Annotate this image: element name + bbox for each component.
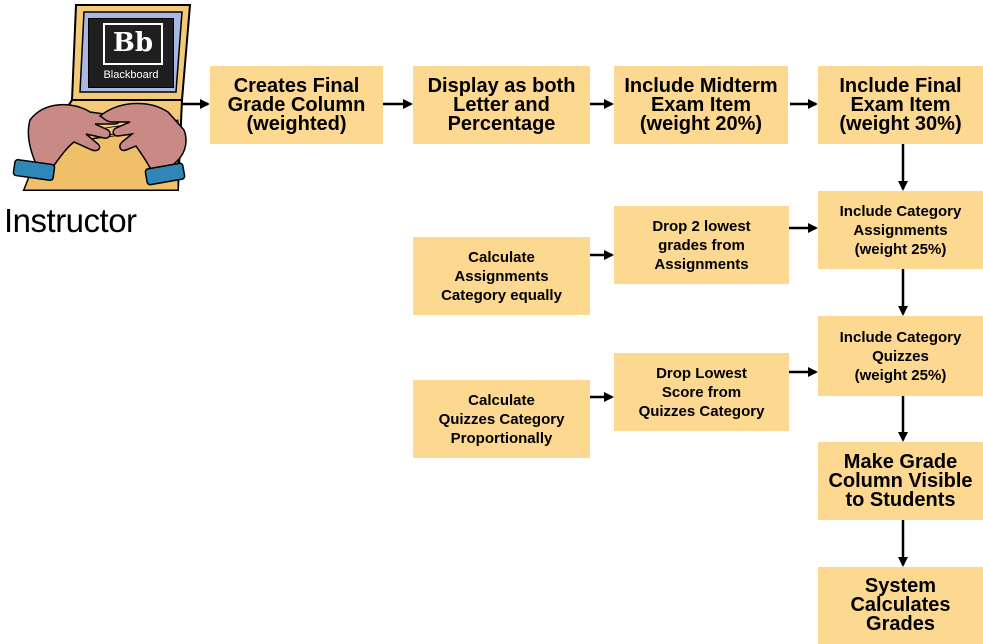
step-include-final: Include Final Exam Item (weight 30%)	[818, 66, 983, 144]
blackboard-logo: Bb Blackboard	[88, 18, 174, 88]
logo-caption: Blackboard	[103, 69, 159, 81]
step-calculate-assignments-equally: Calculate Assignments Category equally	[413, 237, 590, 315]
step-include-category-assignments: Include Category Assignments (weight 25%…	[818, 191, 983, 269]
step-creates-final-grade-column: Creates Final Grade Column (weighted)	[210, 66, 383, 144]
step-include-midterm: Include Midterm Exam Item (weight 20%)	[614, 66, 788, 144]
step-include-category-quizzes: Include Category Quizzes (weight 25%)	[818, 316, 983, 396]
step-drop-lowest-quiz: Drop Lowest Score from Quizzes Category	[614, 353, 789, 431]
instructor-label: Instructor	[4, 202, 137, 239]
step-drop-2-lowest-assignments: Drop 2 lowest grades from Assignments	[614, 206, 789, 284]
step-make-grade-column-visible: Make Grade Column Visible to Students	[818, 442, 983, 520]
step-display-letter-percentage: Display as both Letter and Percentage	[413, 66, 590, 144]
step-calculate-quizzes-proportionally: Calculate Quizzes Category Proportionall…	[413, 380, 590, 458]
logo-mark: Bb	[103, 23, 163, 65]
step-system-calculates-grades: System Calculates Grades	[818, 567, 983, 644]
